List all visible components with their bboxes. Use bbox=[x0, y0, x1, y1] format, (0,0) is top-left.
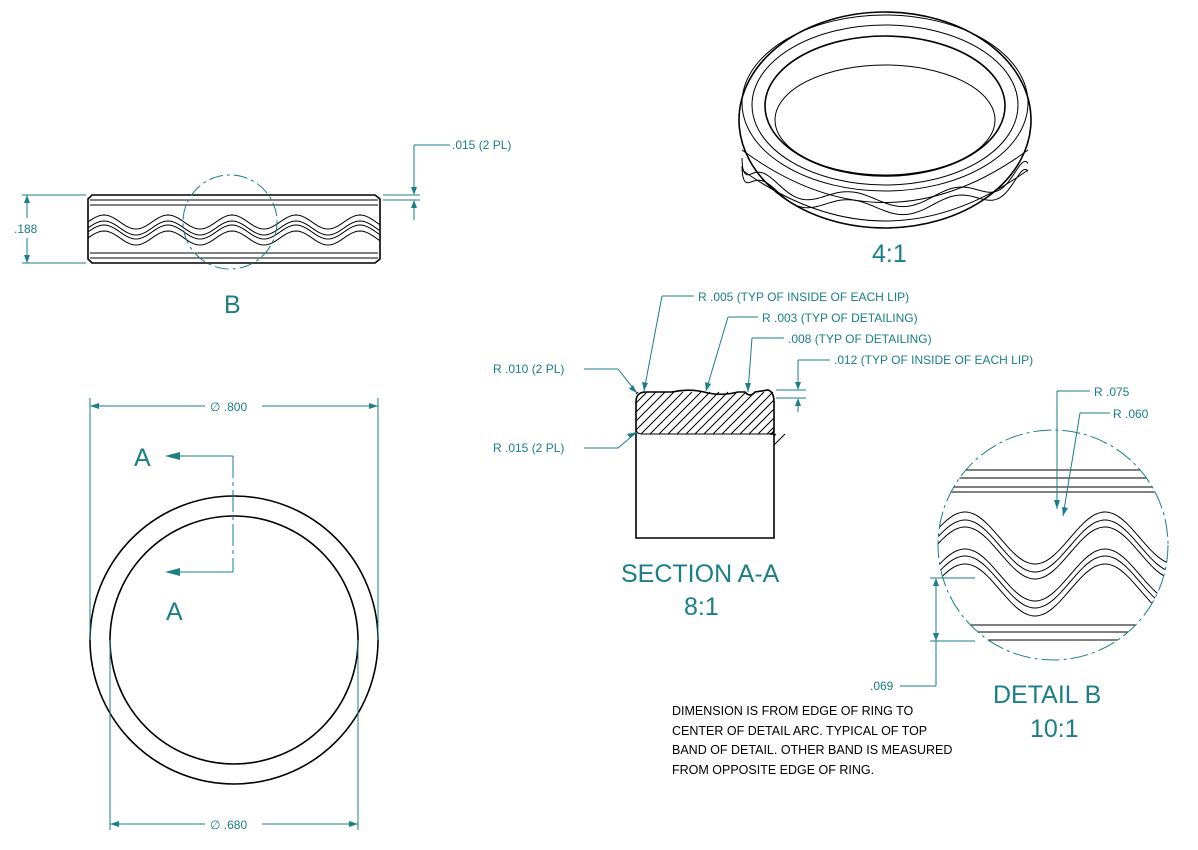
hatch-line bbox=[721, 391, 765, 435]
detail-b-label: B bbox=[224, 291, 241, 319]
note-line-3: BAND OF DETAIL. OTHER BAND IS MEASURED bbox=[672, 743, 952, 757]
detail-wave-line bbox=[938, 526, 1168, 580]
section-hatch-outline bbox=[635, 389, 775, 435]
section-view: R .005 (TYP OF INSIDE OF EACH LIP) R .00… bbox=[493, 290, 1033, 621]
inner-diameter-text: ∅ .680 bbox=[210, 818, 247, 832]
hatch-line bbox=[748, 408, 775, 435]
hatch-line bbox=[676, 391, 720, 435]
hatch-line bbox=[635, 391, 675, 431]
callout-008: .008 (TYP OF DETAILING) bbox=[788, 332, 932, 346]
detail-r060: R .060 bbox=[1113, 407, 1149, 421]
height-dimension: .188 bbox=[14, 194, 86, 264]
section-hatch bbox=[635, 391, 786, 446]
hatch-line bbox=[658, 391, 702, 435]
lip-dimension: .015 (2 PL) bbox=[383, 138, 511, 220]
hatch-line bbox=[685, 391, 729, 435]
hatch-line bbox=[739, 399, 775, 435]
lip-dim-text: .015 (2 PL) bbox=[452, 138, 511, 152]
callout-r005: R .005 (TYP OF INSIDE OF EACH LIP) bbox=[698, 290, 909, 304]
hatch-line bbox=[667, 391, 711, 435]
detail-offset-dimension: .069 bbox=[870, 577, 975, 693]
section-callouts: R .005 (TYP OF INSIDE OF EACH LIP) R .00… bbox=[493, 290, 1033, 455]
detail-wave-line bbox=[938, 548, 1168, 602]
hatch-line bbox=[730, 391, 774, 435]
top-view: ∅ .800 ∅ .680 A A bbox=[89, 398, 379, 832]
section-label-a-top: A bbox=[134, 444, 151, 472]
detail-b-circle bbox=[182, 174, 278, 270]
front-view: B .188 .015 (2 PL) bbox=[14, 138, 511, 319]
isometric-view: 4:1 bbox=[738, 11, 1032, 268]
detail-radius-callouts: R .075 R .060 bbox=[1054, 385, 1149, 517]
wave-pattern-front bbox=[88, 214, 380, 246]
hatch-line bbox=[773, 433, 786, 446]
detail-wave-line bbox=[938, 563, 1168, 617]
detail-wave-line bbox=[938, 511, 1168, 565]
section-title: SECTION A-A bbox=[621, 560, 780, 588]
detail-boundary bbox=[937, 429, 1169, 661]
inner-ring-circle bbox=[109, 515, 359, 765]
outer-diameter-dimension: ∅ .800 bbox=[89, 398, 379, 640]
hatch-line bbox=[703, 391, 747, 435]
note-line-2: CENTER OF DETAIL ARC. TYPICAL OF TOP bbox=[672, 724, 927, 738]
callout-012: .012 (TYP OF INSIDE OF EACH LIP) bbox=[834, 353, 1033, 367]
section-label-a-bottom: A bbox=[166, 598, 183, 626]
hatch-line bbox=[773, 433, 777, 437]
inner-diameter-dimension: ∅ .680 bbox=[109, 640, 359, 832]
hatch-line bbox=[635, 391, 648, 404]
detail-scale: 10:1 bbox=[1030, 715, 1079, 743]
detail-view: R .075 R .060 .069 DETAIL B 10:1 bbox=[870, 385, 1169, 743]
iso-scale-label: 4:1 bbox=[872, 240, 907, 268]
section-line-a-a: A A bbox=[134, 444, 234, 626]
hatch-line bbox=[635, 391, 657, 413]
callout-r010: R .010 (2 PL) bbox=[493, 362, 564, 376]
note-line-1: DIMENSION IS FROM EDGE OF RING TO bbox=[672, 704, 914, 718]
section-scale: 8:1 bbox=[684, 593, 719, 621]
detail-title: DETAIL B bbox=[993, 681, 1101, 709]
outer-diameter-text: ∅ .800 bbox=[210, 400, 247, 414]
hatch-line bbox=[712, 391, 756, 435]
detail-r075: R .075 bbox=[1094, 385, 1130, 399]
callout-r003: R .003 (TYP OF DETAILING) bbox=[762, 311, 918, 325]
note-line-4: FROM OPPOSITE EDGE OF RING. bbox=[672, 763, 874, 777]
hatch-line bbox=[640, 391, 684, 435]
detail-wave-pattern bbox=[938, 511, 1168, 617]
detail-offset-text: .069 bbox=[870, 679, 894, 693]
height-dim-text: .188 bbox=[14, 222, 38, 236]
hatch-line bbox=[649, 391, 693, 435]
hatch-line bbox=[766, 426, 775, 435]
detail-wave-line bbox=[938, 519, 1168, 573]
ring-front-outline bbox=[87, 194, 381, 264]
outer-ring-circle bbox=[89, 495, 379, 785]
callout-r015: R .015 (2 PL) bbox=[493, 441, 564, 455]
hatch-line bbox=[757, 417, 775, 435]
hatch-line bbox=[635, 391, 666, 422]
dimension-note: DIMENSION IS FROM EDGE OF RING TO CENTER… bbox=[672, 704, 952, 777]
hatch-line bbox=[694, 391, 738, 435]
detail-wave-line bbox=[938, 555, 1168, 609]
